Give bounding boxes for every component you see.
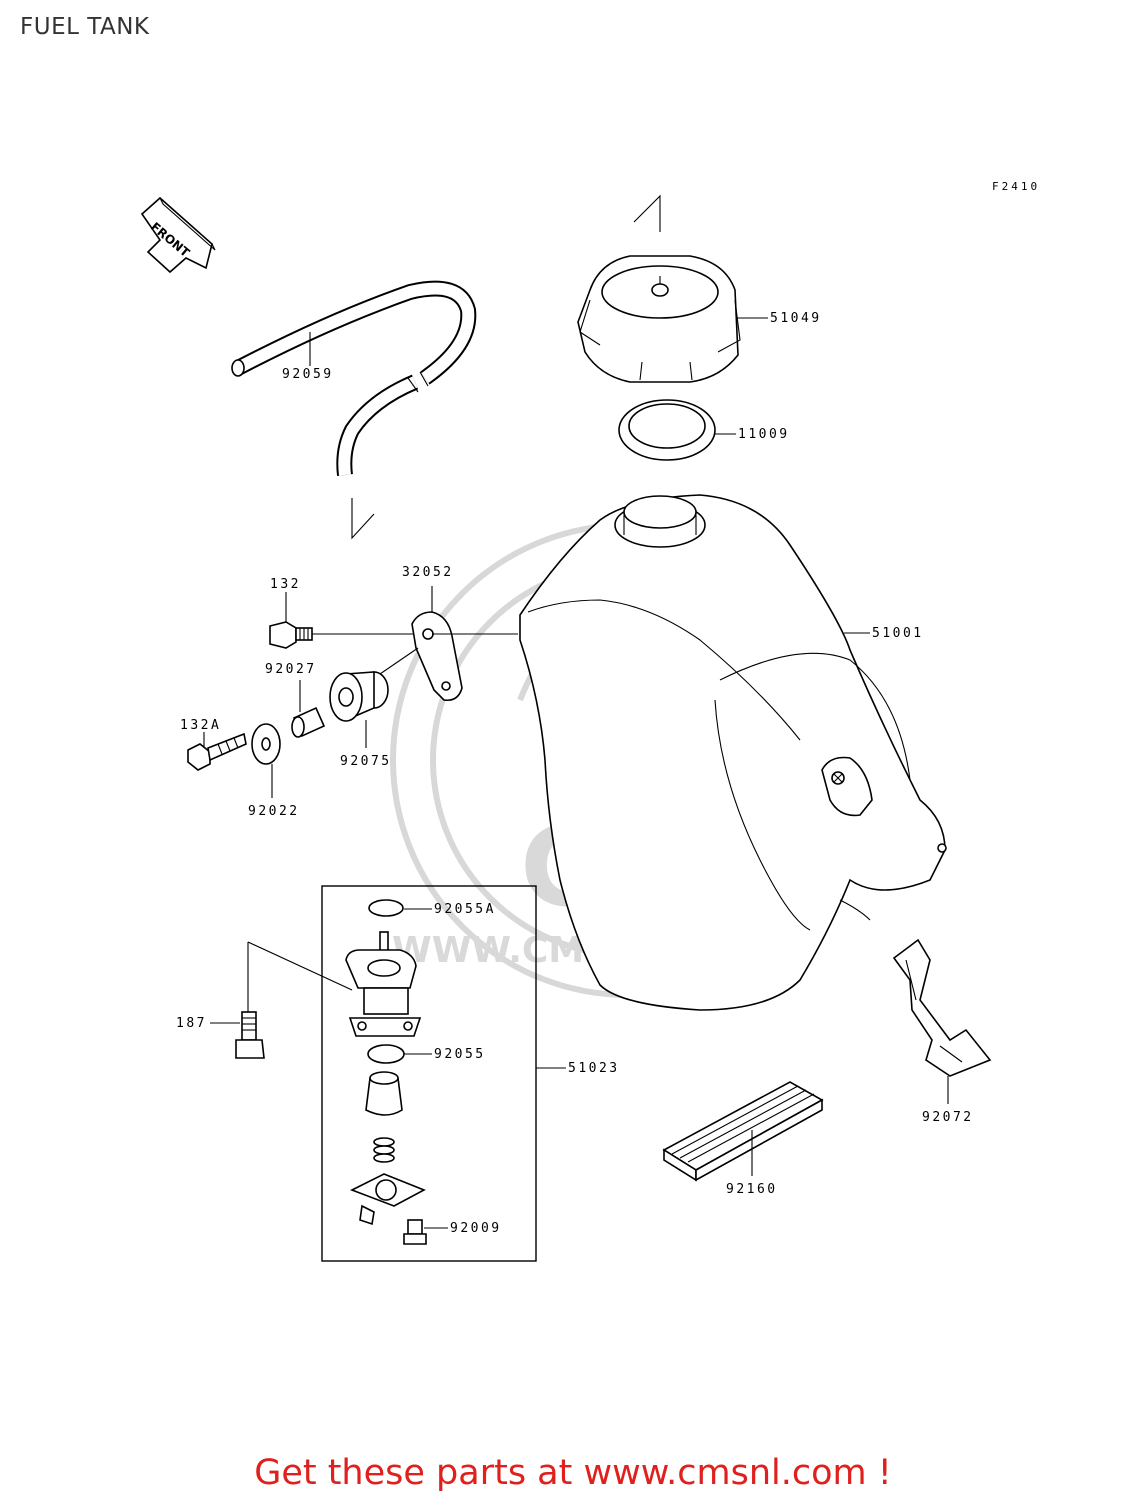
breather-hose <box>231 280 477 476</box>
label-92055a: 92055A <box>434 902 496 917</box>
label-51001: 51001 <box>872 626 924 641</box>
collar <box>291 706 326 738</box>
page-title: FUEL TANK <box>20 14 150 40</box>
oring <box>367 1044 405 1064</box>
label-92055: 92055 <box>434 1047 486 1062</box>
label-92009: 92009 <box>450 1221 502 1236</box>
washer <box>251 723 281 765</box>
bolt-132a <box>187 732 247 771</box>
spring <box>373 1137 395 1163</box>
label-92072: 92072 <box>922 1110 974 1125</box>
label-187: 187 <box>176 1016 207 1031</box>
front-arrow-icon: FRONT <box>140 196 216 274</box>
cap-gasket <box>618 399 716 461</box>
figure-code: F2410 <box>992 180 1040 193</box>
rubber-pad <box>662 1081 824 1182</box>
footer-cta-link[interactable]: Get these parts at www.cmsnl.com ! <box>254 1453 892 1493</box>
label-51023: 51023 <box>568 1061 620 1076</box>
tank-band <box>892 938 992 1077</box>
fuel-cock-assy-box <box>321 885 537 1262</box>
bracket <box>411 611 463 702</box>
fuel-cock-body <box>345 931 422 1037</box>
label-92160: 92160 <box>726 1182 778 1197</box>
label-11009: 11009 <box>738 427 790 442</box>
label-32052: 32052 <box>402 565 454 580</box>
label-92022: 92022 <box>248 804 300 819</box>
screw <box>403 1219 427 1245</box>
label-132: 132 <box>270 577 301 592</box>
bolt-132 <box>269 621 313 649</box>
label-92027: 92027 <box>265 662 317 677</box>
fuel-cap <box>577 255 741 383</box>
damper <box>329 671 389 722</box>
fuel-cock-lever <box>350 1173 426 1226</box>
direction-mark-top <box>633 194 661 232</box>
bolt-187 <box>235 1011 265 1059</box>
label-132a: 132A <box>180 718 221 733</box>
oring-a <box>368 899 404 917</box>
label-92059: 92059 <box>282 367 334 382</box>
label-51049: 51049 <box>770 311 822 326</box>
direction-mark-bottom <box>351 498 375 540</box>
fuel-cock-valve <box>365 1071 403 1116</box>
fuel-tank <box>519 494 947 1011</box>
label-92075: 92075 <box>340 754 392 769</box>
